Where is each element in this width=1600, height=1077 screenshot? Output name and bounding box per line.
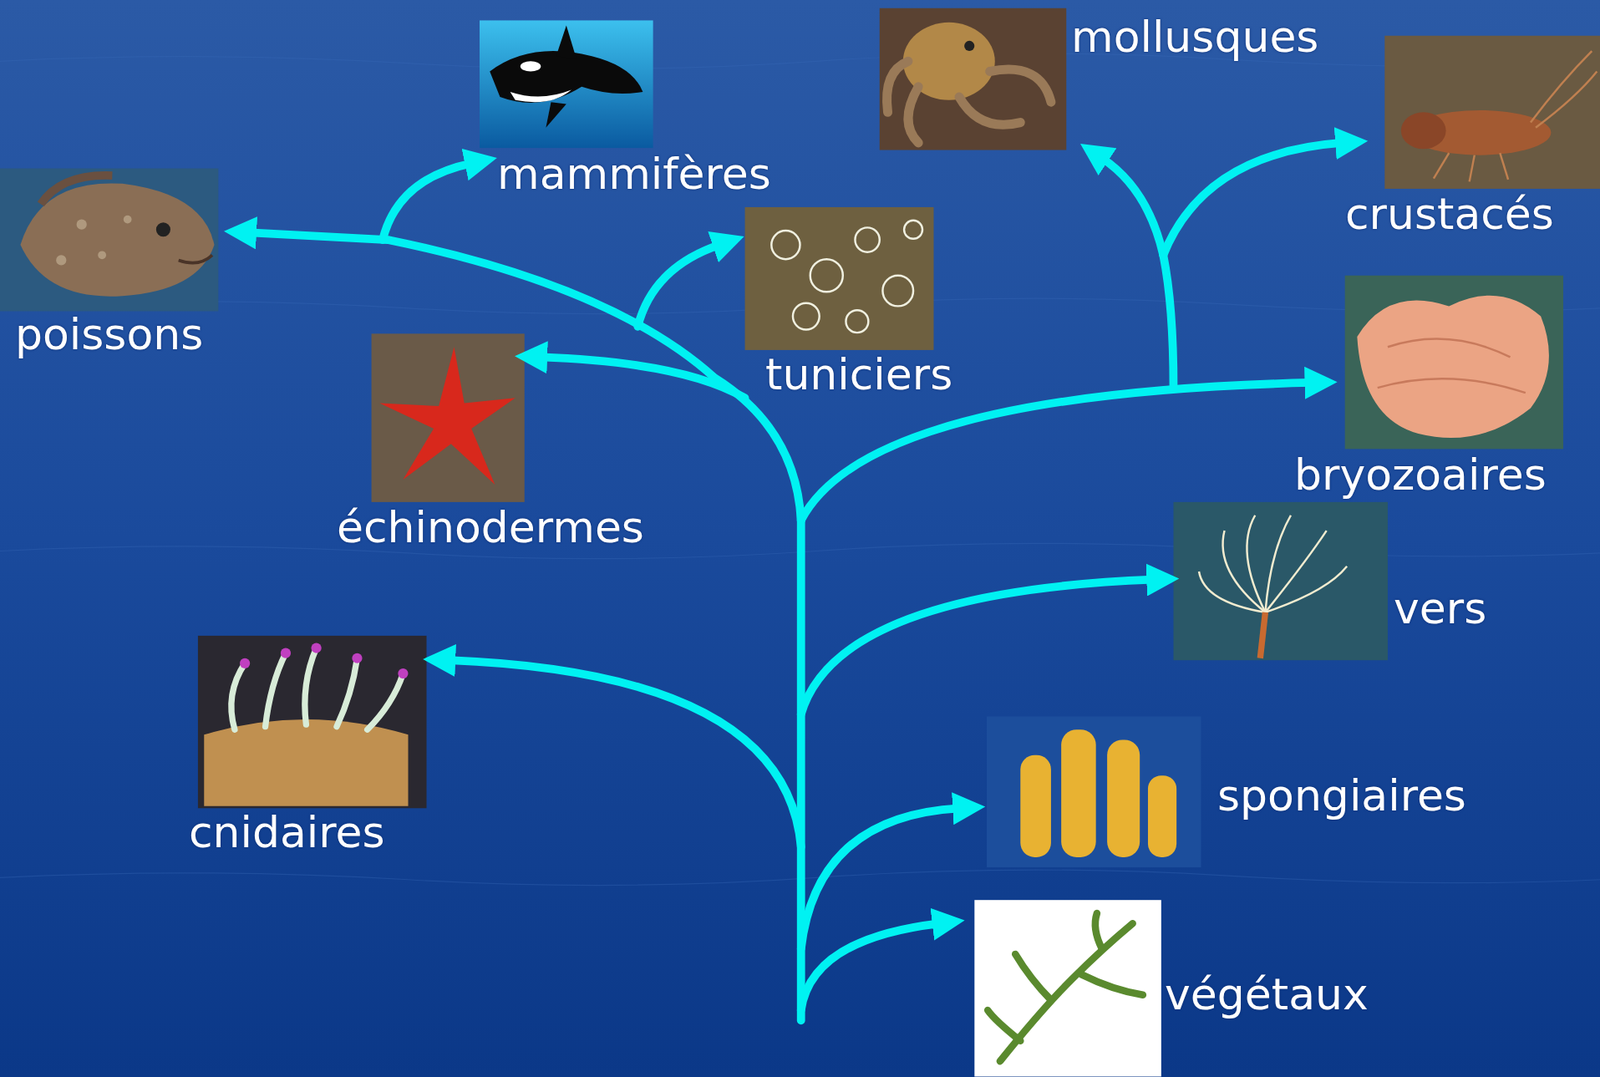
octopus-photo	[879, 8, 1067, 151]
group-photo: bryozoaires	[1345, 275, 1564, 449]
group-label: végétaux	[1164, 970, 1369, 1019]
group-label: cnidaires	[188, 808, 386, 857]
group-photo: mammifères	[479, 20, 654, 148]
group-label: mammifères	[497, 150, 772, 199]
worm-photo	[1173, 502, 1387, 661]
fish-photo	[0, 168, 219, 312]
group-photo: vers	[1173, 502, 1388, 661]
tunicate-photo	[745, 207, 935, 351]
sponge-photo	[986, 716, 1201, 868]
starfish-photo	[371, 333, 525, 503]
lobster-photo	[1384, 35, 1600, 189]
group-label: spongiaires	[1217, 772, 1467, 820]
group-photo: cnidaires	[198, 635, 427, 808]
group-photo: spongiaires	[986, 716, 1201, 868]
group-label: tuniciers	[765, 350, 953, 399]
group-label: échinodermes	[336, 503, 645, 552]
group-label: vers	[1393, 584, 1487, 633]
orca-photo	[479, 20, 654, 148]
group-photo: tuniciers	[745, 207, 934, 351]
group-photo: mollusques	[879, 8, 1067, 151]
anemone-photo	[198, 635, 427, 808]
group-label: mollusques	[1071, 13, 1319, 61]
bryozoan-photo	[1345, 275, 1564, 450]
group-photo: végétaux	[974, 899, 1162, 1077]
group-photo: poissons	[0, 168, 219, 311]
group-photo: échinodermes	[371, 333, 525, 503]
group-photo: crustacés	[1384, 35, 1600, 189]
group-label: crustacés	[1345, 190, 1555, 239]
group-label: poissons	[15, 310, 204, 359]
seaweed-photo	[974, 899, 1161, 1077]
group-label: bryozoaires	[1294, 451, 1547, 499]
